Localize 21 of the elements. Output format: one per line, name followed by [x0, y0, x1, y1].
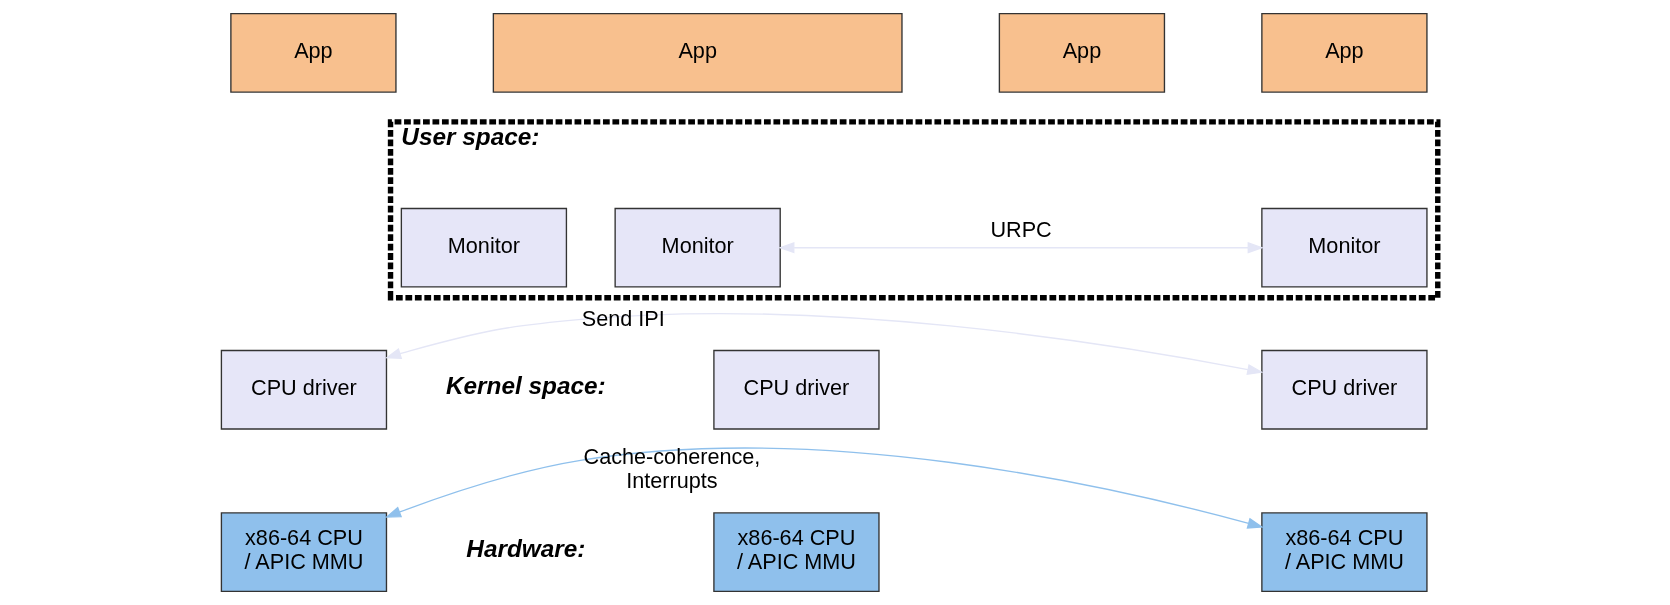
- node-box: App: [998, 12, 1166, 93]
- node-box: App: [492, 12, 903, 93]
- node-box: Monitor: [400, 207, 568, 288]
- node-box: x86-64 CPU / APIC MMU: [713, 512, 880, 593]
- node-box: Monitor: [1261, 207, 1428, 288]
- arrow: [385, 313, 1264, 376]
- node-box: x86-64 CPU / APIC MMU: [220, 512, 388, 593]
- edge-label: Send IPI: [581, 305, 665, 331]
- node-box: CPU driver: [220, 349, 388, 430]
- node-box: App: [230, 12, 397, 93]
- label: Hardware:: [466, 534, 586, 562]
- label: Kernel space:: [446, 372, 606, 400]
- node-box: CPU driver: [1261, 349, 1428, 430]
- node-box: Monitor: [614, 207, 781, 288]
- node-box: App: [1261, 12, 1428, 93]
- node-box: x86-64 CPU / APIC MMU: [1261, 512, 1428, 593]
- arrow: [778, 242, 1264, 254]
- arrow: [384, 447, 1264, 529]
- node-box: CPU driver: [713, 349, 880, 430]
- edge-label: URPC: [990, 216, 1052, 242]
- edge-label: Cache-coherence, Interrupts: [583, 443, 761, 494]
